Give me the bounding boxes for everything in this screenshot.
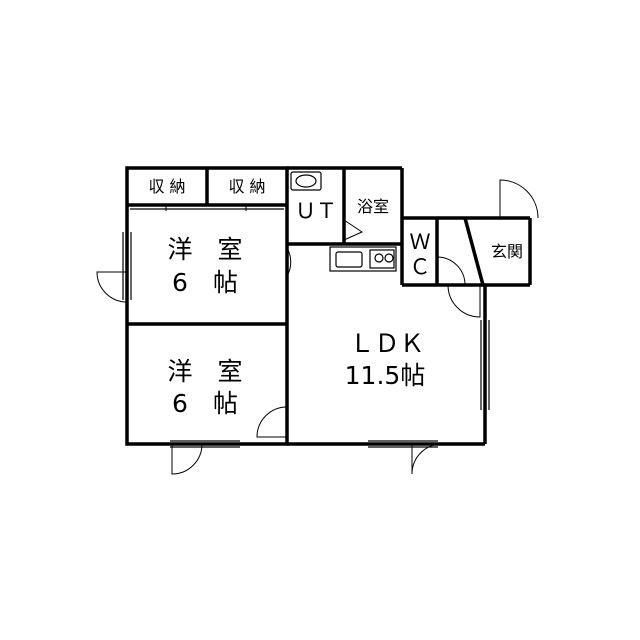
storage-right-label: 収 納 xyxy=(228,177,265,196)
storage-left-label: 収 納 xyxy=(148,177,185,196)
entrance-label: 玄関 xyxy=(491,242,523,261)
ldk-size: 11.5帖 xyxy=(345,361,426,390)
room2-name: 洋 室 xyxy=(167,357,242,386)
windows xyxy=(122,232,490,448)
fixtures xyxy=(290,171,397,272)
wc-label-c: Ｃ xyxy=(410,255,431,279)
door-swings xyxy=(96,179,539,475)
room1-size: 6 帖 xyxy=(172,268,238,297)
walls xyxy=(125,166,532,446)
kitchen-counter-icon xyxy=(329,246,397,272)
basin-icon xyxy=(290,171,322,191)
wc-label-w: Ｗ xyxy=(410,230,431,254)
closet-doors xyxy=(130,205,284,211)
ut-label: ＵＴ xyxy=(295,199,337,223)
labels: 収 納 収 納 洋 室 6 帖 洋 室 6 帖 ＬＤＫ 11.5帖 ＵＴ 浴室 … xyxy=(148,177,523,418)
bath-label: 浴室 xyxy=(357,197,389,216)
room1-name: 洋 室 xyxy=(167,235,242,264)
ldk-name: ＬＤＫ xyxy=(349,329,424,358)
room2-size: 6 帖 xyxy=(172,389,238,418)
